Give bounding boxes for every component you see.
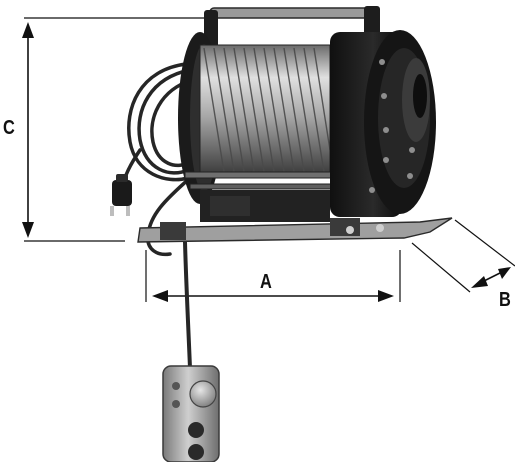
dimension-a: [145, 250, 401, 302]
dimension-a-arrow-left: [152, 290, 168, 302]
dimension-b-arrow-right: [498, 267, 511, 279]
dimension-a-arrow-right: [378, 290, 394, 302]
dimension-c-arrow-top: [22, 22, 34, 38]
motor-housing: [330, 30, 436, 217]
dimension-a-label: A: [260, 271, 272, 293]
pendant-cable: [183, 241, 192, 369]
dimension-b-back-extension: [454, 219, 515, 267]
dimension-b-front-extension: [411, 242, 471, 293]
pendant-controller: [162, 365, 220, 462]
cable-drum: [199, 44, 331, 176]
dimension-c: [22, 17, 205, 242]
power-plug: [110, 174, 132, 216]
pendant-down-button-icon: [188, 444, 204, 460]
base-plate: [137, 217, 453, 243]
dimension-b: [411, 219, 515, 293]
dimension-c-arrow-bottom: [22, 222, 34, 238]
control-box: [200, 190, 330, 222]
pendant-knob-icon: [189, 380, 217, 408]
dimension-b-arrow-left: [471, 276, 488, 288]
dimension-b-label: B: [499, 289, 511, 311]
pendant-up-button-icon: [188, 422, 204, 438]
winch-photo: [110, 6, 453, 462]
dimension-c-label: C: [3, 117, 15, 139]
